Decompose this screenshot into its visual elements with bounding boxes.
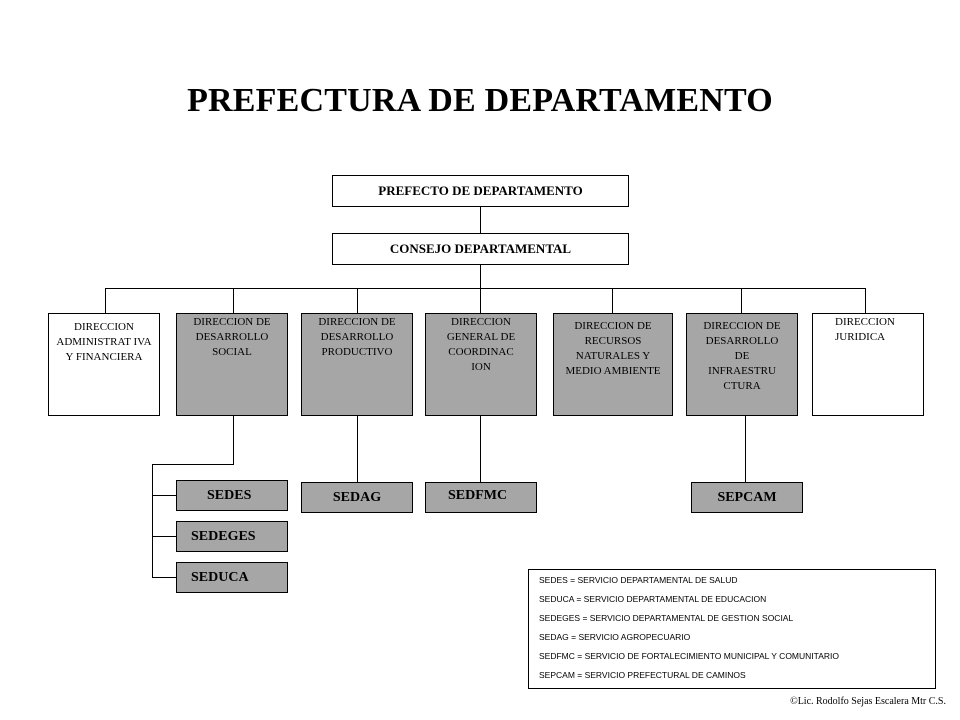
direccion-infraestructura: DIRECCION DE DESARROLLO DE INFRAESTRU CT…	[686, 313, 798, 416]
direccion-general-coordinacion: DIRECCION GENERAL DE COORDINAC ION	[425, 313, 537, 416]
direccion-recursos-naturales: DIRECCION DE RECURSOS NATURALES Y MEDIO …	[553, 313, 673, 416]
direccion-juridica: DIRECCION JURIDICA	[812, 313, 924, 416]
credit-text: ©Lic. Rodolfo Sejas Escalera Mtr C.S.	[790, 696, 946, 707]
drop-2	[233, 288, 234, 313]
direccion-desarrollo-social: DIRECCION DE DESARROLLO SOCIAL	[176, 313, 288, 416]
drop-5	[612, 288, 613, 313]
sepcam-box: SEPCAM	[691, 482, 803, 513]
connector-social-down	[233, 416, 234, 464]
legend-sepcam: SEPCAM = SERVICIO PREFECTURAL DE CAMINOS	[539, 670, 746, 680]
drop-1	[105, 288, 106, 313]
legend-sedfmc: SEDFMC = SERVICIO DE FORTALECIMIENTO MUN…	[539, 651, 839, 661]
prefecto-box: PREFECTO DE DEPARTAMENTO	[332, 175, 629, 207]
direccion-desarrollo-productivo: DIRECCION DE DESARROLLO PRODUCTIVO	[301, 313, 413, 416]
connector-seduca	[152, 577, 176, 578]
connector-social-vertical	[152, 464, 153, 577]
legend-sedag: SEDAG = SERVICIO AGROPECUARIO	[539, 632, 691, 642]
connector-social-horizontal	[152, 464, 234, 465]
connector-consejo-bus	[480, 265, 481, 288]
legend-seduca: SEDUCA = SERVICIO DEPARTAMENTAL DE EDUCA…	[539, 594, 767, 604]
seduca-box: SEDUCA	[176, 562, 288, 593]
connector-sepcam	[745, 416, 746, 482]
connector-sedag	[357, 416, 358, 482]
sedfmc-box: SEDFMC	[425, 482, 537, 513]
drop-3	[357, 288, 358, 313]
drop-7	[865, 288, 866, 313]
legend-sedes: SEDES = SERVICIO DEPARTAMENTAL DE SALUD	[539, 575, 738, 585]
consejo-box: CONSEJO DEPARTAMENTAL	[332, 233, 629, 265]
connector-sedeges	[152, 536, 176, 537]
legend-sedeges: SEDEGES = SERVICIO DEPARTAMENTAL DE GEST…	[539, 613, 794, 623]
page-title: PREFECTURA DE DEPARTAMENTO	[187, 82, 773, 119]
direccion-administrativa: DIRECCION ADMINISTRAT IVA Y FINANCIERA	[48, 313, 160, 416]
direcciones-bus	[105, 288, 865, 289]
legend-box: SEDES = SERVICIO DEPARTAMENTAL DE SALUD …	[528, 569, 936, 689]
connector-prefecto-consejo	[480, 207, 481, 233]
connector-sedfmc	[480, 416, 481, 482]
sedag-box: SEDAG	[301, 482, 413, 513]
connector-sedes	[152, 495, 176, 496]
drop-6	[741, 288, 742, 313]
sedes-box: SEDES	[176, 480, 288, 511]
sedeges-box: SEDEGES	[176, 521, 288, 552]
drop-4	[480, 288, 481, 313]
